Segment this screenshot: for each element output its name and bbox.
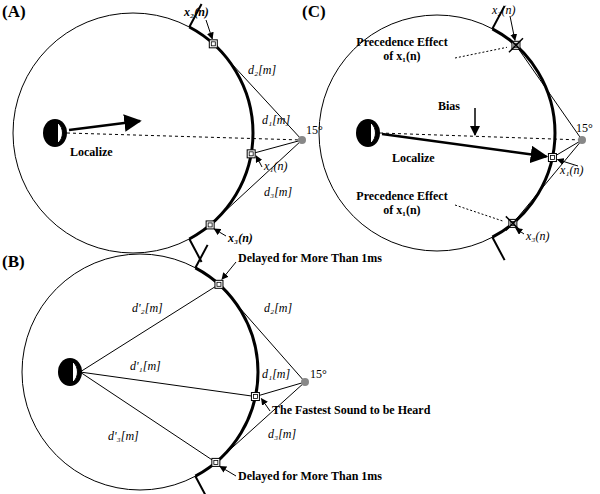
listener-face (58, 123, 62, 143)
figure-label: Delayed for More Than 1ms (238, 252, 382, 266)
loudspeaker-cone (208, 223, 212, 227)
virtual-source (301, 378, 309, 386)
figure-label: 15° (310, 368, 327, 382)
figure-label: d'₂[m] (132, 302, 163, 316)
eye (62, 128, 64, 130)
distance-line (219, 284, 305, 382)
loudspeaker-cone (214, 460, 218, 464)
figure-label: x₂(n) (184, 6, 209, 20)
virtual-source (298, 136, 306, 144)
arrow (256, 156, 262, 167)
eye (77, 367, 79, 369)
loudspeaker-cone (249, 152, 253, 156)
figure-label: Localize (392, 152, 435, 166)
figure-label: d₂[m] (264, 302, 292, 316)
loudspeaker (209, 40, 217, 48)
speaker-arc (492, 29, 555, 237)
arrow (69, 121, 140, 130)
figure-label: Localize (70, 146, 113, 160)
loudspeaker (215, 280, 223, 288)
figure-label: d'₃[m] (108, 430, 139, 444)
cross-mark (506, 216, 520, 230)
loudspeaker (247, 150, 255, 158)
loudspeaker (212, 458, 220, 466)
figure-label: (B) (2, 252, 25, 272)
figure-label: Precedence Effect of x₁(n) (352, 190, 452, 218)
figure-label: d₁[m] (262, 368, 290, 382)
distance-line (80, 372, 255, 397)
arrow (474, 108, 476, 135)
arrow (510, 16, 515, 40)
loudspeaker-cone (550, 156, 554, 160)
figure-label: d₁[m] (262, 114, 290, 128)
distance-line (216, 382, 305, 462)
figure-label: d₃[m] (268, 428, 296, 442)
figure-label: Delayed for More Than 1ms (238, 470, 382, 484)
speaker-arc (189, 27, 253, 239)
listener-head (356, 119, 380, 147)
wall-line (195, 245, 207, 268)
arrow (222, 262, 236, 279)
loudspeaker-cone (253, 395, 257, 399)
loudspeaker-cone (211, 42, 215, 46)
figure-label: x₁(n) (264, 160, 288, 174)
figure-label: The Fastest Sound to be Heard (272, 404, 430, 418)
arrow (261, 399, 270, 411)
leader-line (455, 47, 507, 58)
arrow (220, 466, 236, 476)
figure-label: 15° (306, 124, 323, 138)
listener-head (58, 358, 82, 386)
listening-circle (22, 254, 258, 490)
figure-label: x₂(n) (492, 4, 516, 18)
listener-face (371, 123, 375, 143)
direction-line (67, 133, 302, 140)
cross-mark (509, 38, 523, 52)
cross-mark (506, 216, 520, 230)
eye (375, 136, 377, 138)
figure-label: (A) (2, 2, 26, 22)
wall-line (492, 237, 504, 260)
figure-label: d'₁[m] (130, 360, 161, 374)
virtual-source (578, 136, 586, 144)
arrow (214, 229, 226, 236)
eye (62, 136, 64, 138)
figure-label: x₁(n) (560, 164, 584, 178)
listening-circle (13, 13, 253, 253)
cross-mark (509, 38, 523, 52)
figure-label: 15° (576, 122, 593, 136)
loudspeaker-cone (217, 282, 221, 286)
listener-face (73, 362, 77, 382)
figure-label: (C) (302, 2, 326, 22)
leader-line (455, 205, 504, 221)
distance-line (210, 140, 302, 225)
arrow (206, 20, 212, 39)
eye (375, 128, 377, 130)
figure-label: Precedence Effect of x₁(n) (352, 36, 452, 64)
distance-line (213, 44, 302, 140)
loudspeaker (251, 393, 259, 401)
loudspeaker (206, 221, 214, 229)
distance-line (516, 45, 582, 140)
distance-line (80, 372, 216, 462)
listener-head (43, 119, 67, 147)
speaker-arc (195, 268, 258, 476)
figure-label: Bias (438, 100, 460, 114)
distance-line (80, 284, 219, 372)
figure-label: x₃(n) (526, 230, 550, 244)
loudspeaker (548, 154, 556, 162)
eye (77, 375, 79, 377)
wall-line (195, 476, 207, 494)
figure-label: d₂[m] (248, 64, 276, 78)
arrow (516, 228, 524, 234)
figure-label: x₃(n) (228, 232, 253, 246)
figure-label: d₃[m] (264, 186, 292, 200)
